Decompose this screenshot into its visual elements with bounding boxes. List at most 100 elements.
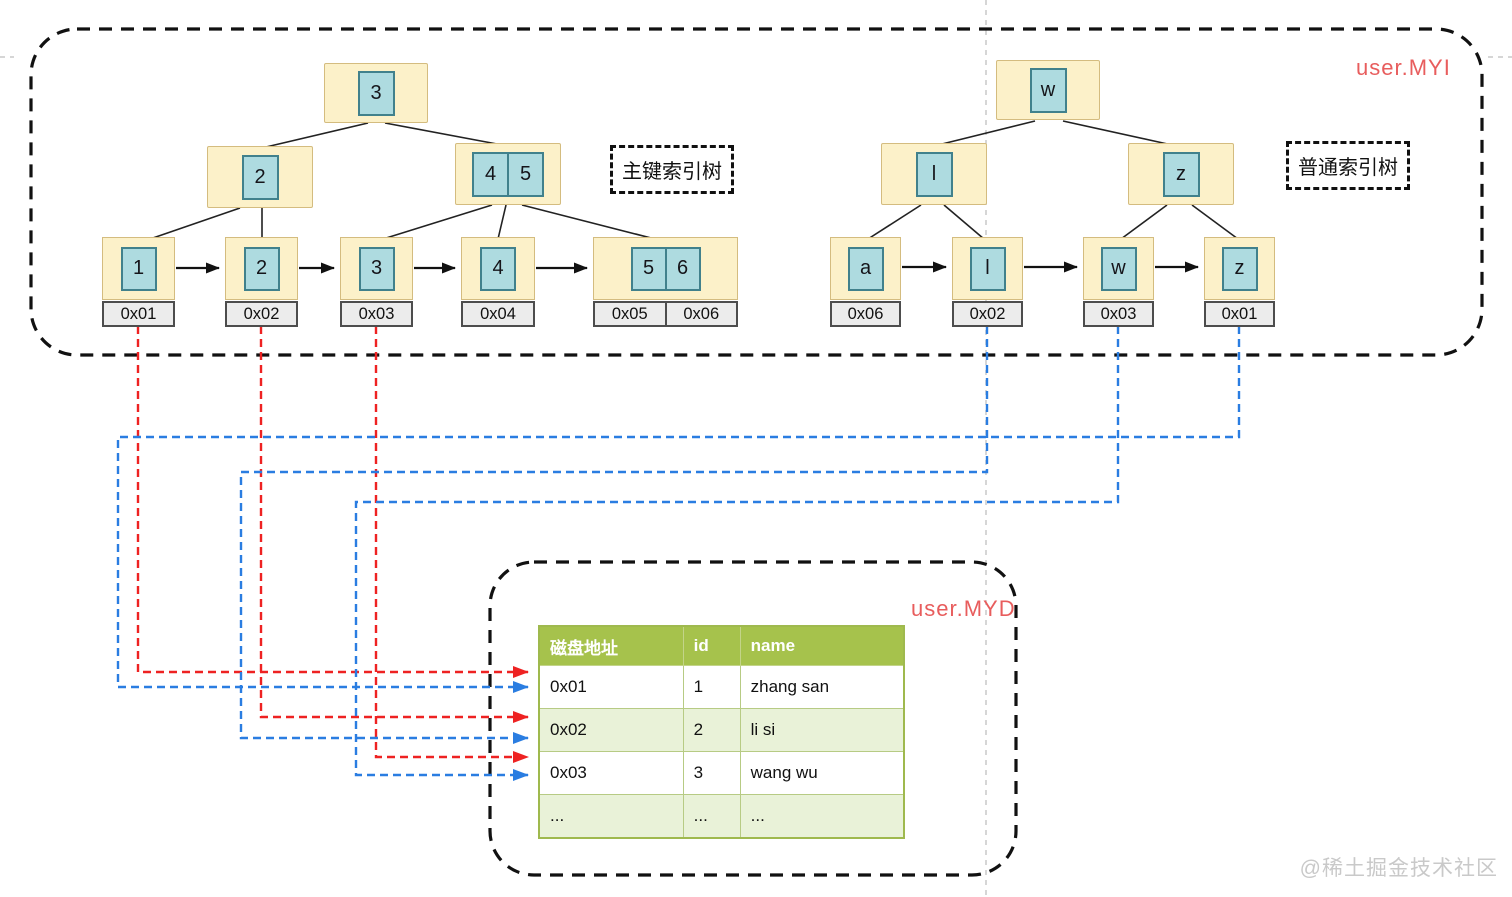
key-cell: 4 [480,246,516,291]
disk-address: 0x01 [1204,301,1275,327]
primary-leaf-2: 2 0x02 [225,237,298,327]
primary-leaf-1: 1 0x01 [102,237,175,327]
leaf-key-box: 5 6 [593,237,738,300]
key-cell: 2 [243,246,280,291]
tree-edge [943,204,985,240]
leaf-address-row: 0x05 0x06 [593,301,738,327]
leaf-address-row: 0x03 [340,301,413,327]
column-header-id: id [682,625,741,666]
leaf-address-row: 0x03 [1083,301,1154,327]
disk-address: 0x03 [1083,301,1154,327]
leaf-key-box: 3 [340,237,413,300]
tree-edge [149,207,241,240]
key-cell: w [1029,67,1067,113]
primary-leaf-56: 5 6 0x05 0x06 [593,237,738,327]
disk-address: 0x04 [461,301,535,327]
data-table: 磁盘地址 id name 0x01 1 zhang san 0x02 2 li … [538,625,905,839]
tree-edge [1120,204,1168,240]
leaf-address-row: 0x04 [461,301,535,327]
primary-internal-node-2: 2 [207,146,313,208]
secondary-tree-title: 普通索引树 [1286,141,1410,190]
key-cell: 3 [357,70,395,116]
leaf-address-row: 0x02 [952,301,1023,327]
key-cell: 6 [664,246,701,291]
leaf-key-box: a [830,237,901,300]
disk-address: 0x06 [830,301,901,327]
key-cell: z [1162,151,1200,197]
blue-link-0x02 [239,326,989,744]
disk-address: 0x01 [102,301,175,327]
disk-address: 0x05 [593,301,667,327]
leaf-address-row: 0x01 [1204,301,1275,327]
key-cell: l [915,151,953,197]
cell-name: ... [739,794,905,839]
secondary-internal-node-l: l [881,143,987,205]
red-link-0x02 [259,326,529,723]
column-header-name: name [739,625,905,666]
leaf-address-row: 0x06 [830,301,901,327]
tree-edge [867,204,922,240]
blue-link-0x01 [116,326,1241,693]
tree-edge [937,120,1036,146]
table-row: 0x02 2 li si [538,708,905,752]
key-cell: 4 [472,151,509,197]
primary-tree-title: 主键索引树 [610,145,734,194]
key-cell: w [1100,246,1137,291]
leaf-address-row: 0x02 [225,301,298,327]
tree-edge [1062,120,1173,146]
key-cell: 5 [630,246,667,291]
leaf-address-row: 0x01 [102,301,175,327]
secondary-internal-node-z: z [1128,143,1234,205]
tree-edge [382,204,493,240]
disk-address: 0x02 [952,301,1023,327]
secondary-leaf-w: w 0x03 [1083,237,1154,327]
red-link-0x03 [374,326,529,763]
cell-id: ... [682,794,741,839]
myi-file-box [29,27,1484,357]
leaf-key-box: w [1083,237,1154,300]
cell-disk-address: 0x02 [538,708,684,752]
key-cell: 2 [241,154,279,200]
tree-edge [497,204,507,240]
cell-id: 3 [682,751,741,795]
cell-disk-address: 0x03 [538,751,684,795]
secondary-leaf-a: a 0x06 [830,237,901,327]
cell-disk-address: ... [538,794,684,839]
table-header-row: 磁盘地址 id name [538,625,905,666]
myd-file-label: user.MYD [911,596,1016,621]
secondary-root-node: w [996,60,1100,120]
column-header-disk-address: 磁盘地址 [538,625,684,666]
table-row: 0x03 3 wang wu [538,751,905,795]
table-row: 0x01 1 zhang san [538,665,905,709]
key-cell: z [1221,246,1258,291]
myd-file-box [488,560,1018,877]
leaf-key-box: l [952,237,1023,300]
tree-edge [384,122,498,145]
cell-id: 1 [682,665,741,709]
cell-name: li si [739,708,905,752]
leaf-key-box: 2 [225,237,298,300]
key-cell: 1 [120,246,157,291]
secondary-leaf-z: z 0x01 [1204,237,1275,327]
primary-root-node: 3 [324,63,428,123]
watermark: @稀土掘金技术社区 [1299,857,1498,880]
cell-disk-address: 0x01 [538,665,684,709]
leaf-key-box: 1 [102,237,175,300]
disk-address: 0x02 [225,301,298,327]
cell-name: zhang san [739,665,905,709]
key-cell: 3 [358,246,395,291]
tree-edge [265,122,369,148]
leaf-key-box: z [1204,237,1275,300]
table-row: ... ... ... [538,794,905,839]
primary-leaf-3: 3 0x03 [340,237,413,327]
secondary-leaf-l: l 0x02 [952,237,1023,327]
blue-link-0x03 [354,326,1120,781]
key-cell: a [847,246,884,291]
cell-name: wang wu [739,751,905,795]
tree-edge [1191,204,1239,240]
leaf-key-box: 4 [461,237,535,300]
myi-file-label: user.MYI [1356,55,1451,80]
key-cell: l [969,246,1006,291]
